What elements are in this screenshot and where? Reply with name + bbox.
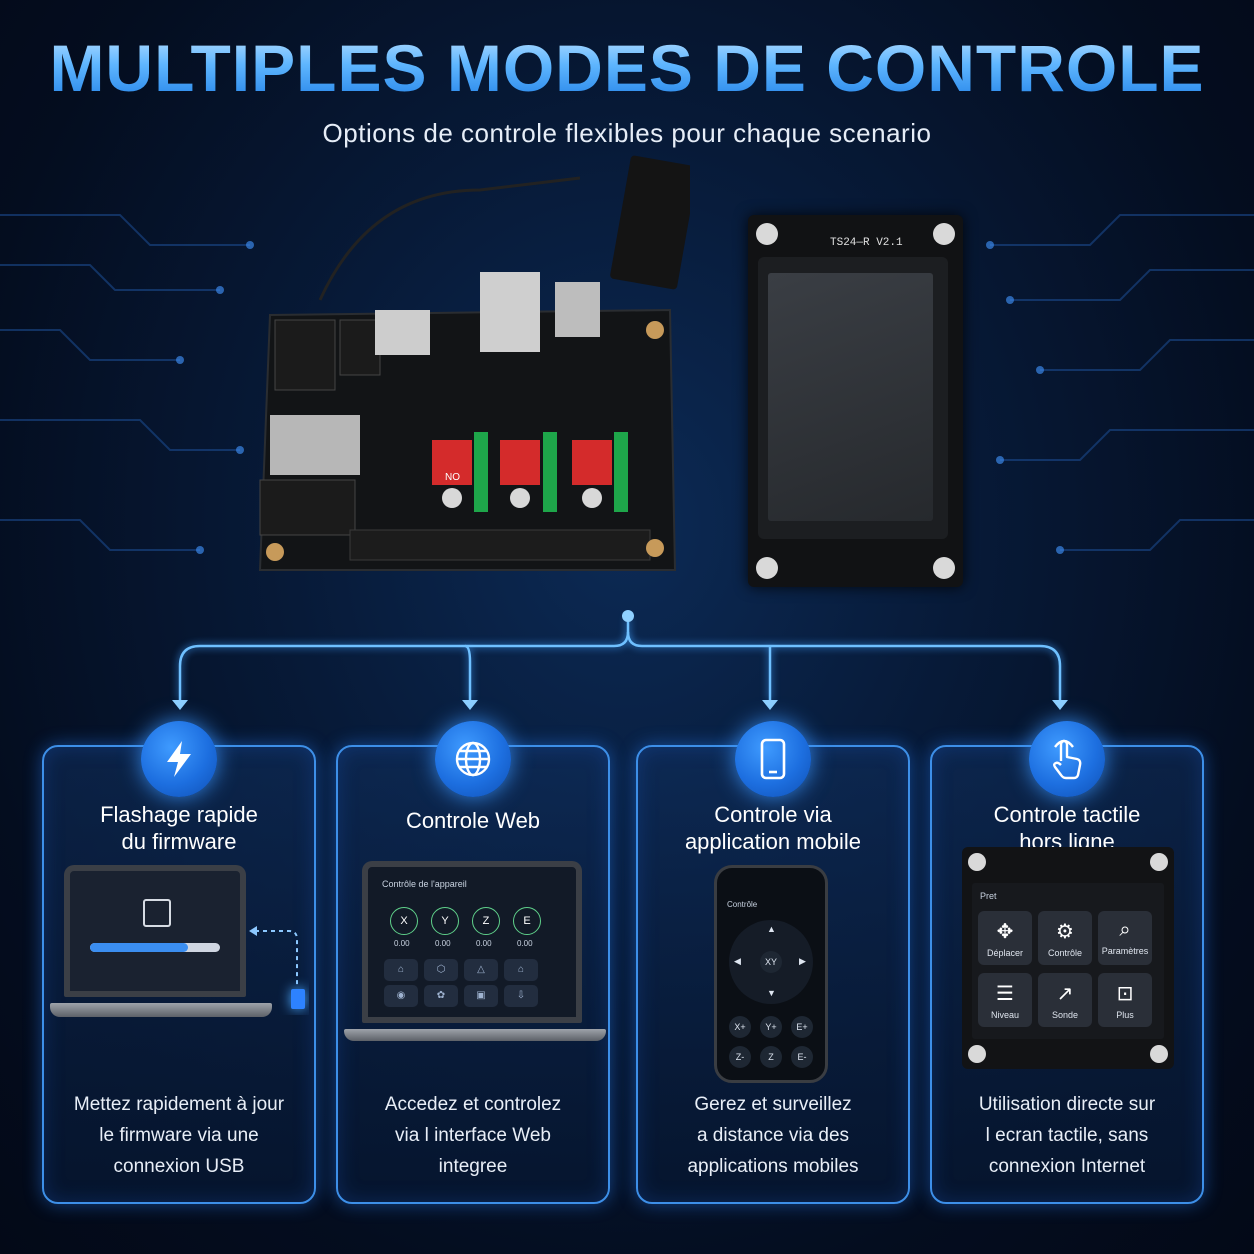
card-description: Mettez rapidement à jour le firmware via… — [73, 1094, 285, 1177]
search-gear-icon: ⌕ — [1119, 919, 1131, 941]
arrow-left-icon[interactable]: ◀ — [734, 956, 741, 966]
chip-icon — [143, 899, 171, 927]
gear-icon: ⚙ — [1056, 921, 1074, 943]
phone-heading: Contrôle — [727, 900, 758, 909]
controller-board: NO — [258, 155, 690, 571]
mount-hole — [968, 1045, 986, 1063]
card-title: Controle via application mobile — [684, 802, 862, 854]
card-description: Gerez et surveillez a distance via des a… — [687, 1094, 859, 1177]
axis-y-value: 0.00 — [435, 939, 451, 948]
card-touch-control: Controle tactile hors ligne Pret ✥Déplac… — [930, 721, 1204, 1204]
card-title: Flashage rapide du firmware — [100, 802, 258, 854]
tile-level[interactable]: ☰Niveau — [978, 973, 1032, 1027]
screen-display — [768, 273, 933, 521]
mount-hole — [968, 853, 986, 871]
warning-icon[interactable]: △ — [464, 959, 498, 981]
settings-icon[interactable]: ⬡ — [424, 959, 458, 981]
status-text: Pret — [980, 891, 997, 901]
x-plus-button[interactable]: X+ — [729, 1016, 751, 1038]
lightning-icon — [141, 721, 217, 797]
globe-icon — [435, 721, 511, 797]
mount-hole — [933, 557, 955, 579]
axis-z-button[interactable]: Z — [472, 907, 500, 935]
z-minus-button[interactable]: Z- — [729, 1046, 751, 1068]
arrow-up-icon[interactable]: ▲ — [767, 924, 776, 934]
touchscreen-module: TS24—R V2.1 — [748, 215, 963, 587]
axis-y-button[interactable]: Y — [431, 907, 459, 935]
card-firmware-flash: Flashage rapide du firmware Mettez rapid… — [42, 721, 316, 1204]
axis-e-value: 0.00 — [517, 939, 533, 948]
z-button[interactable]: Z — [760, 1046, 782, 1068]
mount-hole — [756, 223, 778, 245]
arrow-down-icon[interactable]: ▼ — [767, 988, 776, 998]
jog-dial[interactable]: XY ▲ ▼ ◀ ▶ — [729, 920, 813, 1004]
card-title: Controle Web — [405, 808, 541, 833]
mount-hole — [756, 557, 778, 579]
tile-settings[interactable]: ⌕Paramètres — [1098, 911, 1152, 965]
page-title: MULTIPLES MODES DE CONTROLE — [0, 30, 1254, 106]
tile-control[interactable]: ⚙Contrôle — [1038, 911, 1092, 965]
axis-x-value: 0.00 — [394, 939, 410, 948]
e-minus-button[interactable]: E- — [791, 1046, 813, 1068]
touch-display: Pret ✥Déplacer ⚙Contrôle ⌕Paramètres ☰Ni… — [972, 883, 1164, 1039]
tile-probe[interactable]: ↗Sonde — [1038, 973, 1092, 1027]
mount-hole — [1150, 1045, 1168, 1063]
stop-icon[interactable]: ▣ — [464, 985, 498, 1007]
tile-move[interactable]: ✥Déplacer — [978, 911, 1032, 965]
touch-icon — [1029, 721, 1105, 797]
move-icon: ✥ — [996, 921, 1014, 943]
card-title: Controle tactile hors ligne — [993, 802, 1141, 854]
screen-model-label: TS24—R V2.1 — [830, 237, 903, 249]
card-mobile-control: Controle via application mobile Contrôle… — [636, 721, 910, 1204]
card-description: Utilisation directe sur l ecran tactile,… — [978, 1094, 1156, 1177]
signal-icon[interactable]: ◉ — [384, 985, 418, 1007]
mount-hole — [933, 223, 955, 245]
progress-track — [90, 943, 220, 952]
laptop-screen — [64, 865, 246, 997]
tile-more[interactable]: ⊡Plus — [1098, 973, 1152, 1027]
phone-screen: Contrôle XY ▲ ▼ ◀ ▶ X+ Y+ E+ Z- Z E- — [714, 865, 828, 1083]
jog-center-button[interactable]: XY — [760, 951, 782, 973]
screen-bezel — [758, 257, 948, 539]
more-icon: ⊡ — [1116, 983, 1134, 1005]
web-heading: Contrôle de l'appareil — [382, 879, 467, 889]
page-subtitle: Options de controle flexibles pour chaqu… — [322, 118, 932, 148]
axis-z-value: 0.00 — [476, 939, 492, 948]
card-description: Accedez et controlez via l interface Web… — [384, 1094, 562, 1177]
progress-fill — [90, 943, 188, 952]
laptop-base — [344, 1029, 606, 1041]
axis-x-button[interactable]: X — [390, 907, 418, 935]
home-icon[interactable]: ⌂ — [384, 959, 418, 981]
fan-icon[interactable]: ✿ — [424, 985, 458, 1007]
home-icon[interactable]: ⌂ — [504, 959, 538, 981]
smartphone-icon — [735, 721, 811, 797]
touchscreen-device: Pret ✥Déplacer ⚙Contrôle ⌕Paramètres ☰Ni… — [962, 847, 1174, 1069]
arrow-right-icon[interactable]: ▶ — [799, 956, 806, 966]
y-plus-button[interactable]: Y+ — [760, 1016, 782, 1038]
dip-label: NO — [445, 472, 460, 483]
probe-icon: ↗ — [1056, 983, 1074, 1005]
card-web-control: Controle Web Contrôle de l'appareil X Y … — [336, 721, 610, 1204]
usb-cable-icon — [249, 926, 305, 1009]
axis-e-button[interactable]: E — [513, 907, 541, 935]
laptop-screen: Contrôle de l'appareil X Y Z E 0.00 0.00… — [362, 861, 582, 1023]
level-icon: ☰ — [996, 983, 1014, 1005]
download-icon[interactable]: ⇩ — [504, 985, 538, 1007]
mount-hole — [1150, 853, 1168, 871]
e-plus-button[interactable]: E+ — [791, 1016, 813, 1038]
laptop-base — [50, 1003, 272, 1017]
